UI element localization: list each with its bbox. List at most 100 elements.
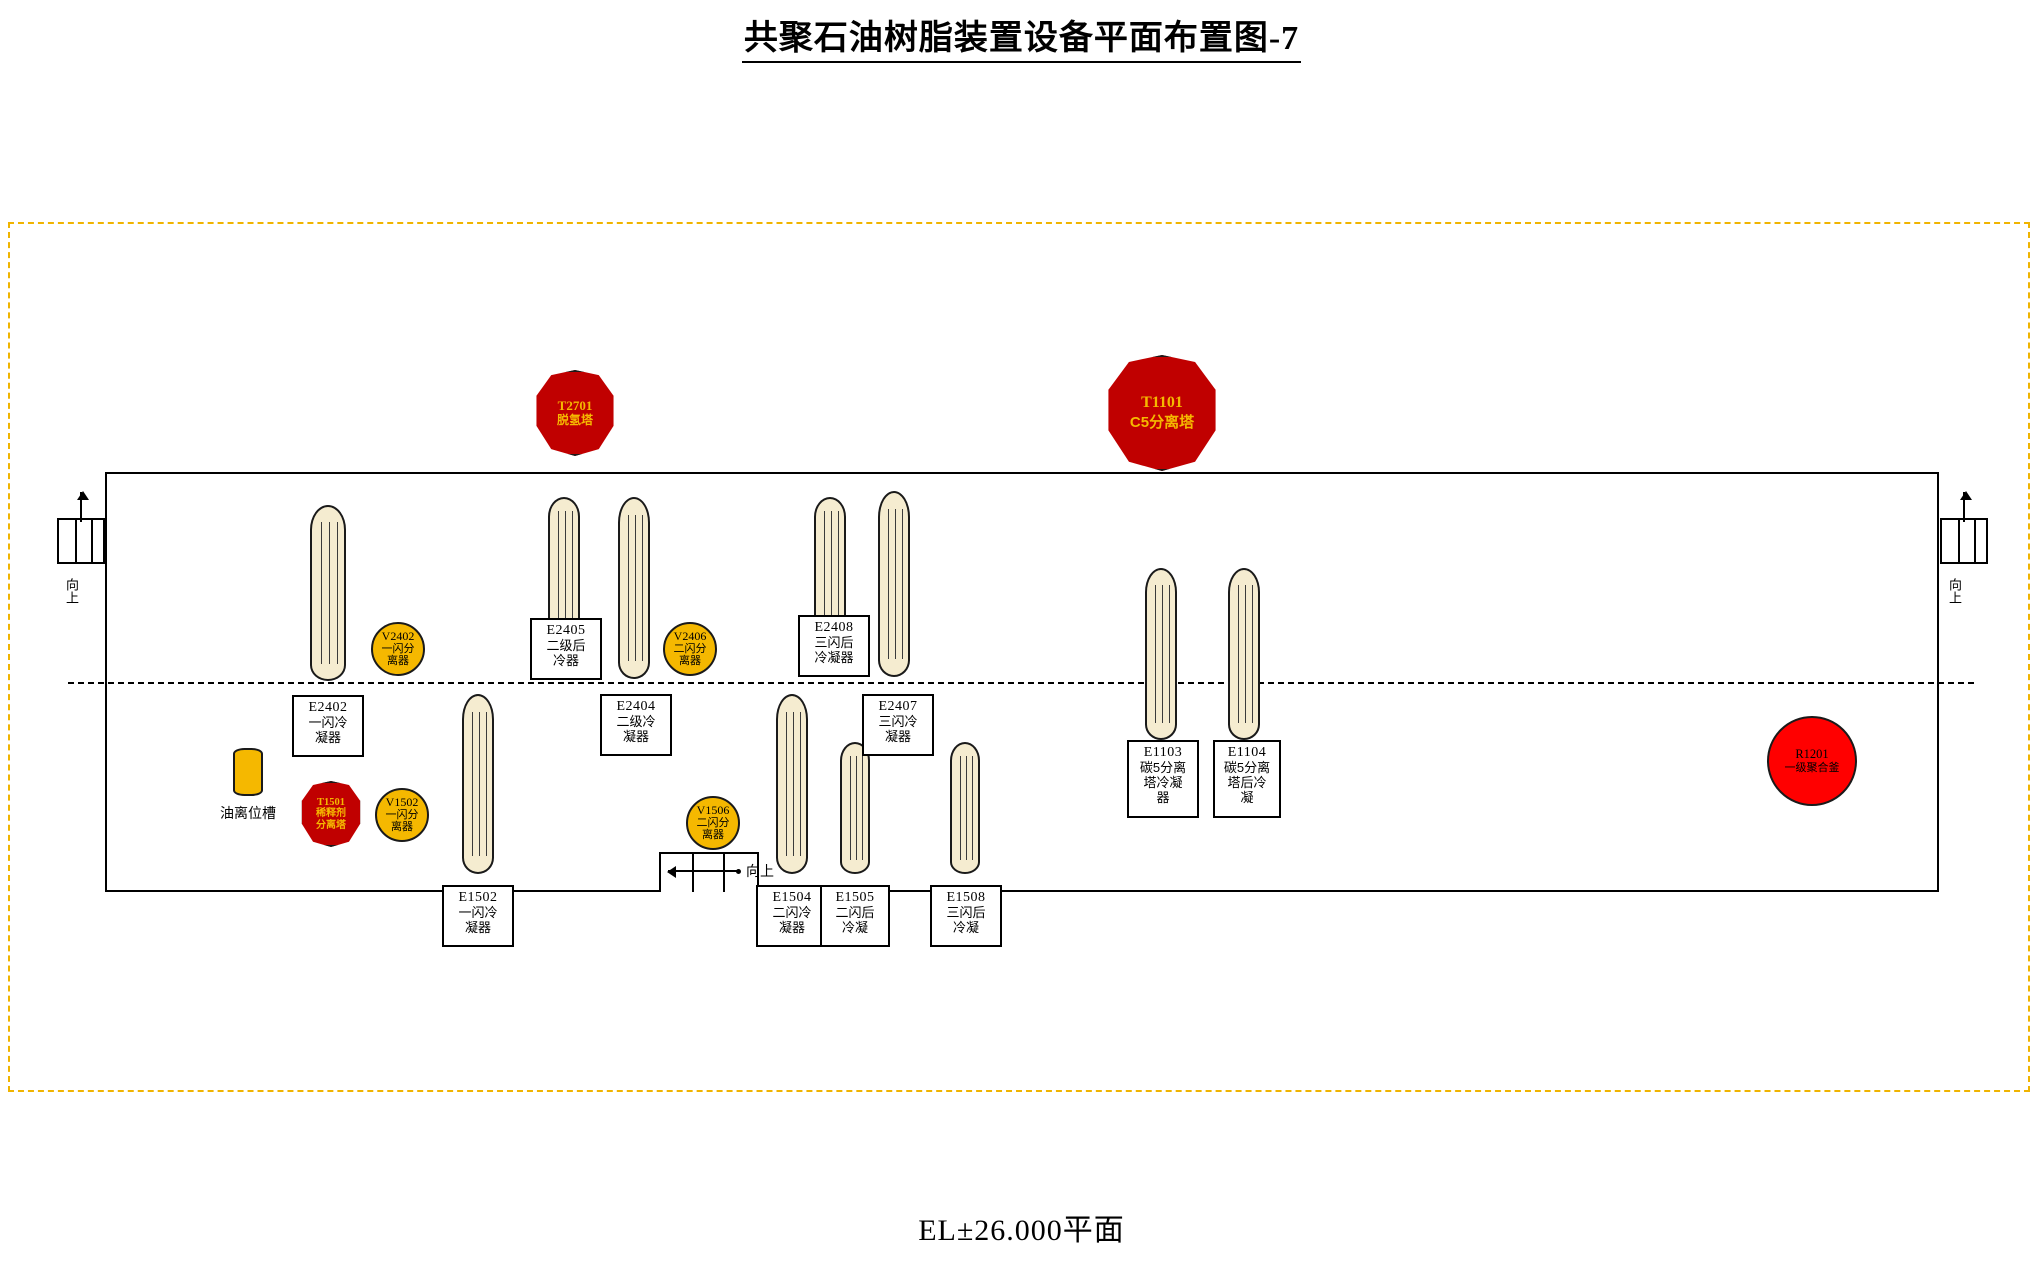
tube-line (824, 511, 825, 625)
page-title: 共聚石油树脂装置设备平面布置图-7 (0, 10, 2043, 63)
equipment-desc: 三闪后 冷凝 (946, 905, 986, 935)
stair-riser (75, 520, 77, 562)
reactor-tag: R1201 (1795, 747, 1829, 761)
tower-desc: C5分离塔 (1129, 414, 1195, 431)
equipment-tag: E1502 (458, 890, 498, 905)
tube-line (486, 711, 487, 857)
tube-line (635, 515, 636, 661)
reactor-r1201[interactable]: R1201 一级聚合釜 (1767, 716, 1857, 806)
tower-tag: T1101 (1141, 394, 1183, 411)
tower-t2701[interactable]: T2701 脱氢塔 (536, 370, 614, 456)
elevation-caption: EL±26.000平面 (918, 1214, 1125, 1247)
equipment-tag: E1504 (772, 890, 812, 905)
label-box-e1103[interactable]: E1103 碳5分离 塔冷凝 器 (1127, 740, 1199, 818)
reactor-desc: 一级聚合釜 (1784, 762, 1840, 774)
stair-riser (1958, 520, 1960, 562)
label-box-e2405[interactable]: E2405 二级后 冷器 (530, 618, 602, 680)
exchanger-shell-e1502 (462, 694, 494, 874)
tube-line (966, 755, 967, 861)
label-box-e1104[interactable]: E1104 碳5分离 塔后冷 凝 (1213, 740, 1281, 818)
oil-level-tank-label: 油离位槽 (220, 805, 276, 821)
equipment-desc: 碳5分离 塔后冷 凝 (1223, 760, 1271, 805)
stair-riser (1974, 520, 1976, 562)
vessel-v1502[interactable]: V1502 一闪分 离器 (375, 788, 429, 842)
tube-line (850, 755, 851, 861)
label-box-e1502[interactable]: E1502 一闪冷 凝器 (442, 885, 514, 947)
tube-line (558, 511, 559, 623)
label-box-e2404[interactable]: E2404 二级冷 凝器 (600, 694, 672, 756)
equipment-desc: 二闪后 冷凝 (835, 905, 875, 935)
tube-line (800, 711, 801, 857)
exchanger-shell-e1104 (1228, 568, 1260, 740)
tube-line (786, 711, 787, 857)
tube-line (856, 755, 857, 861)
stair-right (1940, 491, 1988, 564)
equipment-tag: E2408 (814, 620, 854, 635)
label-box-e1504[interactable]: E1504 二闪冷 凝器 (756, 885, 828, 947)
site-boundary-dashed (8, 222, 2030, 1092)
tube-line (902, 509, 903, 659)
exchanger-shell-e2405 (548, 497, 580, 637)
stair-left-label: 向上 (64, 578, 79, 604)
tube-line (642, 515, 643, 661)
tube-line (793, 711, 794, 857)
stair-left (57, 491, 105, 564)
equipment-desc: 一闪冷 凝器 (458, 905, 498, 935)
equipment-tag: E1103 (1143, 745, 1183, 760)
label-box-e1508[interactable]: E1508 三闪后 冷凝 (930, 885, 1002, 947)
equipment-tag: E2407 (878, 699, 918, 714)
stair-interior-direction-arrow-icon (667, 866, 741, 878)
tube-line (838, 511, 839, 625)
label-box-e2402[interactable]: E2402 一闪冷 凝器 (292, 695, 364, 757)
tower-t1501[interactable]: T1501 稀释剂 分离塔 (301, 781, 361, 847)
tube-line (565, 511, 566, 623)
vessel-v1506[interactable]: V1506 二闪分 离器 (686, 796, 740, 850)
equipment-desc: 二闪冷 凝器 (772, 905, 812, 935)
tube-line (895, 509, 896, 659)
center-axis-line (68, 682, 1974, 684)
exchanger-shell-e2404 (618, 497, 650, 679)
vessel-tag: V2402 (381, 629, 415, 644)
label-box-e2408[interactable]: E2408 三闪后 冷凝器 (798, 615, 870, 677)
tower-desc: 稀释剂 分离塔 (316, 808, 346, 831)
stair-up-arrow-icon (1960, 491, 1972, 522)
tube-line (329, 522, 330, 664)
exchanger-shell-e1508 (950, 742, 980, 874)
equipment-desc: 三闪冷 凝器 (878, 714, 918, 744)
label-box-e1505[interactable]: E1505 二闪后 冷凝 (820, 885, 890, 947)
tube-line (628, 515, 629, 661)
tube-line (862, 755, 863, 861)
tube-line (337, 522, 338, 664)
tower-t1101[interactable]: T1101 C5分离塔 (1108, 355, 1216, 471)
equipment-tag: E2405 (546, 623, 586, 638)
equipment-tag: E2404 (616, 699, 656, 714)
vessel-v2402[interactable]: V2402 一闪分 离器 (371, 622, 425, 676)
stair-right-label: 向上 (1947, 578, 1962, 604)
vessel-tag: V1502 (385, 795, 419, 810)
tower-desc: 脱氢塔 (556, 413, 593, 427)
equipment-desc: 三闪后 冷凝器 (814, 635, 854, 665)
oil-level-tank (233, 748, 263, 796)
tube-line (960, 755, 961, 861)
vessel-v2406[interactable]: V2406 二闪分 离器 (663, 622, 717, 676)
equipment-tag: E1104 (1227, 745, 1267, 760)
tube-line (1245, 585, 1246, 723)
vessel-desc: 一闪分 离器 (381, 642, 415, 668)
tube-line (1162, 585, 1163, 723)
vessel-tag: V1506 (696, 803, 730, 818)
tube-line (888, 509, 889, 659)
stair-interior-label: 向上 (746, 863, 774, 879)
tube-line (572, 511, 573, 623)
label-box-e2407[interactable]: E2407 三闪冷 凝器 (862, 694, 934, 756)
tube-line (1155, 585, 1156, 723)
stair-riser (91, 520, 93, 562)
tube-line (321, 522, 322, 664)
tube-line (1238, 585, 1239, 723)
vessel-desc: 二闪分 离器 (696, 816, 730, 842)
equipment-desc: 一闪冷 凝器 (308, 715, 348, 745)
tower-tag: T2701 (557, 398, 593, 413)
tube-line (972, 755, 973, 861)
equipment-tag: E1508 (946, 890, 986, 905)
vessel-desc: 二闪分 离器 (673, 642, 707, 668)
tube-line (1169, 585, 1170, 723)
